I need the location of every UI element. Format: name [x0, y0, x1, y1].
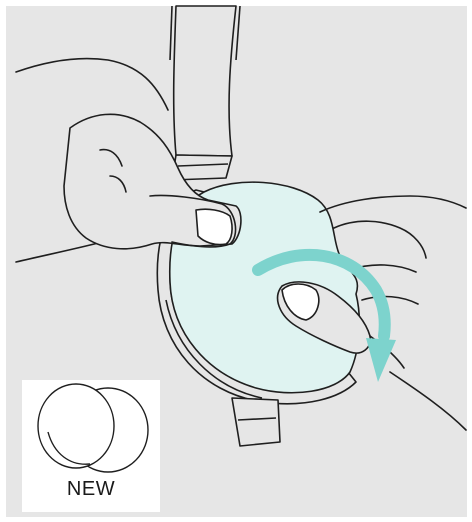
new-cushions-label: NEW [22, 478, 160, 501]
ear-cushions-icon [38, 384, 148, 472]
headband [170, 6, 240, 180]
earcup-stem [232, 398, 280, 446]
